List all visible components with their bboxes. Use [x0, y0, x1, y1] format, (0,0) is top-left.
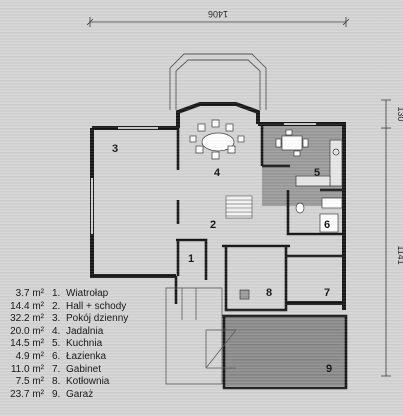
top-dimension [86, 17, 350, 27]
legend-room-name: Łazienka [66, 350, 107, 362]
kitchen-counters [295, 139, 343, 187]
legend-label: 2. Hall + schody [52, 301, 161, 314]
room-number-2: 2 [210, 219, 216, 231]
legend-number: 5. [52, 338, 61, 350]
legend-number: 8. [52, 376, 61, 388]
right-dimension [381, 99, 391, 377]
legend-area: 14.4 m² [10, 300, 44, 312]
legend-label: 9. Garaż [52, 389, 161, 402]
legend-label: 7. Gabinet [52, 364, 161, 377]
legend-room-name: Kotłownia [66, 376, 110, 388]
legend-area: 20.0 m² [10, 325, 44, 337]
legend-room-name: Garaż [66, 388, 94, 400]
boiler [239, 289, 250, 300]
room-number-1: 1 [188, 253, 194, 265]
legend-row: 32.2 m² 3. Pokój dzienny [6, 313, 161, 326]
room-number-9: 9 [326, 363, 332, 375]
legend-number: 3. [52, 313, 61, 325]
legend-room-name: Pokój dzienny [66, 313, 129, 325]
legend-room-name: Kuchnia [66, 338, 103, 350]
legend-row: 20.0 m² 4. Jadalnia [6, 326, 161, 339]
legend-number: 7. [52, 363, 61, 375]
room-number-3: 3 [112, 143, 118, 155]
legend-label: 4. Jadalnia [52, 326, 161, 339]
legend-area: 32.2 m² [10, 313, 44, 325]
garage-hatch [230, 329, 340, 376]
legend-label: 3. Pokój dzienny [52, 313, 161, 326]
room-number-4: 4 [214, 167, 221, 179]
room-number-7: 7 [324, 287, 330, 299]
inner-walls [174, 124, 348, 390]
legend-label: 5. Kuchnia [52, 338, 161, 351]
legend-label: 6. Łazienka [52, 351, 161, 364]
legend-label: 8. Kotłownia [52, 376, 161, 389]
bathroom-fixtures [295, 197, 343, 233]
legend-area: 4.9 m² [15, 350, 44, 362]
legend-room-name: Hall + schody [66, 300, 127, 312]
room-number-6: 6 [324, 219, 330, 231]
dining-table [189, 119, 245, 160]
room-number-5: 5 [314, 167, 320, 179]
right-dimension-upper-label: 130 [396, 106, 403, 121]
room-number-8: 8 [266, 287, 272, 299]
windows [91, 123, 316, 234]
top-dimension-label: 1406 [208, 9, 228, 19]
legend-number: 1. [52, 288, 61, 299]
legend-number: 2. [52, 300, 61, 312]
legend-number: 9. [52, 388, 61, 400]
terrace-outline [169, 53, 267, 110]
room-legend: 3.7 m² 1. Wiatrołap 14.4 m² 2. Hall + scho… [6, 288, 161, 401]
legend-row: 7.5 m² 8. Kotłownia [6, 376, 161, 389]
legend-row: 23.7 m² 9. Garaż [6, 389, 161, 402]
legend-room-name: Gabinet [66, 363, 102, 375]
legend-number: 6. [52, 350, 61, 362]
legend-area: 3.7 m² [15, 288, 44, 299]
legend-room-name: Jadalnia [66, 325, 104, 337]
legend-row: 4.9 m² 6. Łazienka [6, 351, 161, 364]
stairs [225, 195, 253, 219]
legend-row: 11.0 m² 7. Gabinet [6, 364, 161, 377]
entry-porch [165, 287, 237, 385]
legend-room-name: Wiatrołap [66, 288, 109, 299]
legend-number: 4. [52, 325, 61, 337]
garage-fill [224, 316, 346, 386]
legend-row: 14.4 m² 2. Hall + schody [6, 301, 161, 314]
legend-area: 7.5 m² [15, 376, 44, 388]
legend-area: 14.5 m² [10, 338, 44, 350]
right-dimension-lower-label: 1141 [396, 245, 403, 264]
legend-area: 23.7 m² [10, 388, 44, 400]
legend-area: 11.0 m² [10, 363, 44, 375]
legend-row: 3.7 m² 1. Wiatrołap [6, 288, 161, 301]
kitchen-table [275, 129, 309, 157]
legend-row: 14.5 m² 5. Kuchnia [6, 338, 161, 351]
legend-label: 1. Wiatrołap [52, 288, 161, 301]
